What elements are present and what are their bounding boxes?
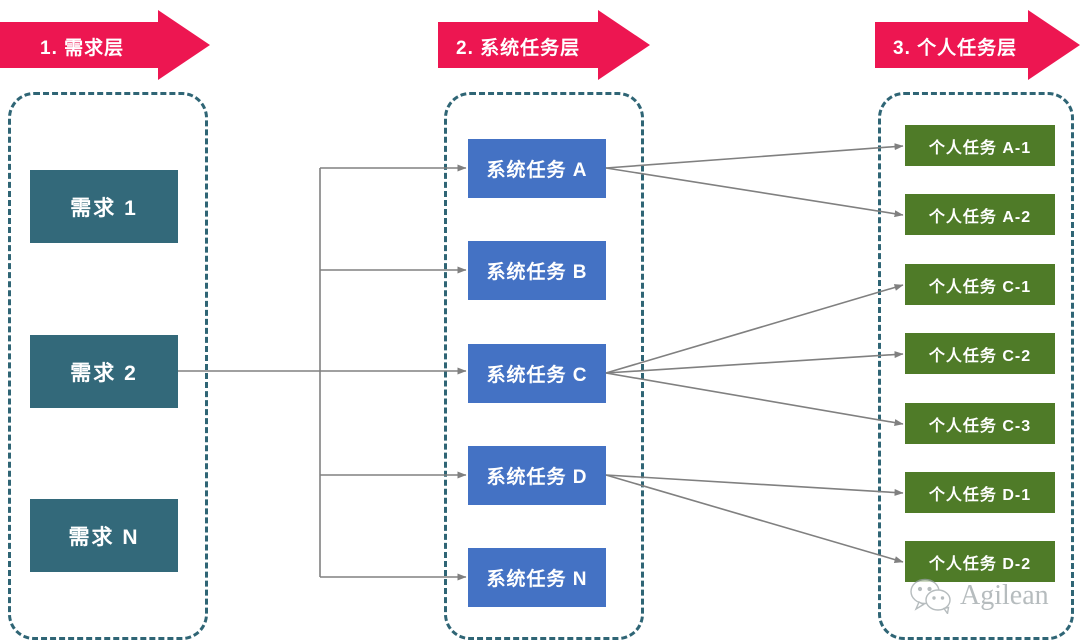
connector — [605, 284, 904, 374]
requirement-label: 需求 2 — [70, 361, 138, 385]
personal-task-label: 个人任务 A-1 — [928, 139, 1032, 157]
system-task-box[interactable]: 系统任务 D — [468, 446, 606, 505]
personal-task-label: 个人任务 D-1 — [928, 486, 1032, 504]
layer-banner-personal-task: 3. 个人任务层 — [875, 10, 1080, 80]
personal-task-box[interactable]: 个人任务 D-2 — [905, 541, 1055, 582]
system-task-label: 系统任务 D — [486, 467, 588, 488]
personal-task-label: 个人任务 C-2 — [928, 347, 1032, 365]
connector — [605, 474, 904, 563]
watermark-text: Agilean — [960, 580, 1049, 611]
system-task-label: 系统任务 A — [486, 160, 588, 181]
layer-banner-requirement: 1. 需求层 — [0, 10, 210, 80]
requirement-lane — [8, 92, 208, 640]
requirement-box[interactable]: 需求 1 — [30, 170, 178, 243]
connector — [605, 372, 904, 427]
requirement-label: 需求 N — [68, 525, 140, 549]
system-task-label: 系统任务 N — [486, 569, 588, 590]
personal-task-label: 个人任务 A-2 — [928, 208, 1032, 226]
connector — [605, 167, 904, 218]
layer-banner-label: 2. 系统任务层 — [456, 37, 581, 59]
personal-task-label: 个人任务 C-1 — [928, 278, 1032, 296]
wechat-icon — [910, 578, 951, 614]
personal-task-box[interactable]: 个人任务 A-1 — [905, 125, 1055, 166]
system-task-box[interactable]: 系统任务 C — [468, 344, 606, 403]
system-task-box[interactable]: 系统任务 A — [468, 139, 606, 198]
personal-task-box[interactable]: 个人任务 A-2 — [905, 194, 1055, 235]
system-task-box[interactable]: 系统任务 N — [468, 548, 606, 607]
layer-banner-label: 1. 需求层 — [40, 37, 125, 59]
requirement-box[interactable]: 需求 N — [30, 499, 178, 572]
layer-banner-system-task: 2. 系统任务层 — [438, 10, 650, 80]
personal-task-label: 个人任务 D-2 — [928, 555, 1032, 573]
system-task-box[interactable]: 系统任务 B — [468, 241, 606, 300]
connector — [605, 351, 904, 374]
requirement-box[interactable]: 需求 2 — [30, 335, 178, 408]
personal-task-label: 个人任务 C-3 — [928, 417, 1032, 435]
layer-banner-label: 3. 个人任务层 — [893, 37, 1018, 59]
watermark: Agilean — [910, 578, 1049, 614]
system-task-label: 系统任务 C — [486, 365, 588, 386]
personal-task-box[interactable]: 个人任务 C-3 — [905, 403, 1055, 444]
requirement-label: 需求 1 — [70, 196, 138, 220]
personal-task-box[interactable]: 个人任务 C-2 — [905, 333, 1055, 374]
personal-task-box[interactable]: 个人任务 C-1 — [905, 264, 1055, 305]
connector — [605, 143, 904, 169]
personal-task-box[interactable]: 个人任务 D-1 — [905, 472, 1055, 513]
system-task-label: 系统任务 B — [486, 262, 588, 283]
connector — [605, 474, 904, 496]
